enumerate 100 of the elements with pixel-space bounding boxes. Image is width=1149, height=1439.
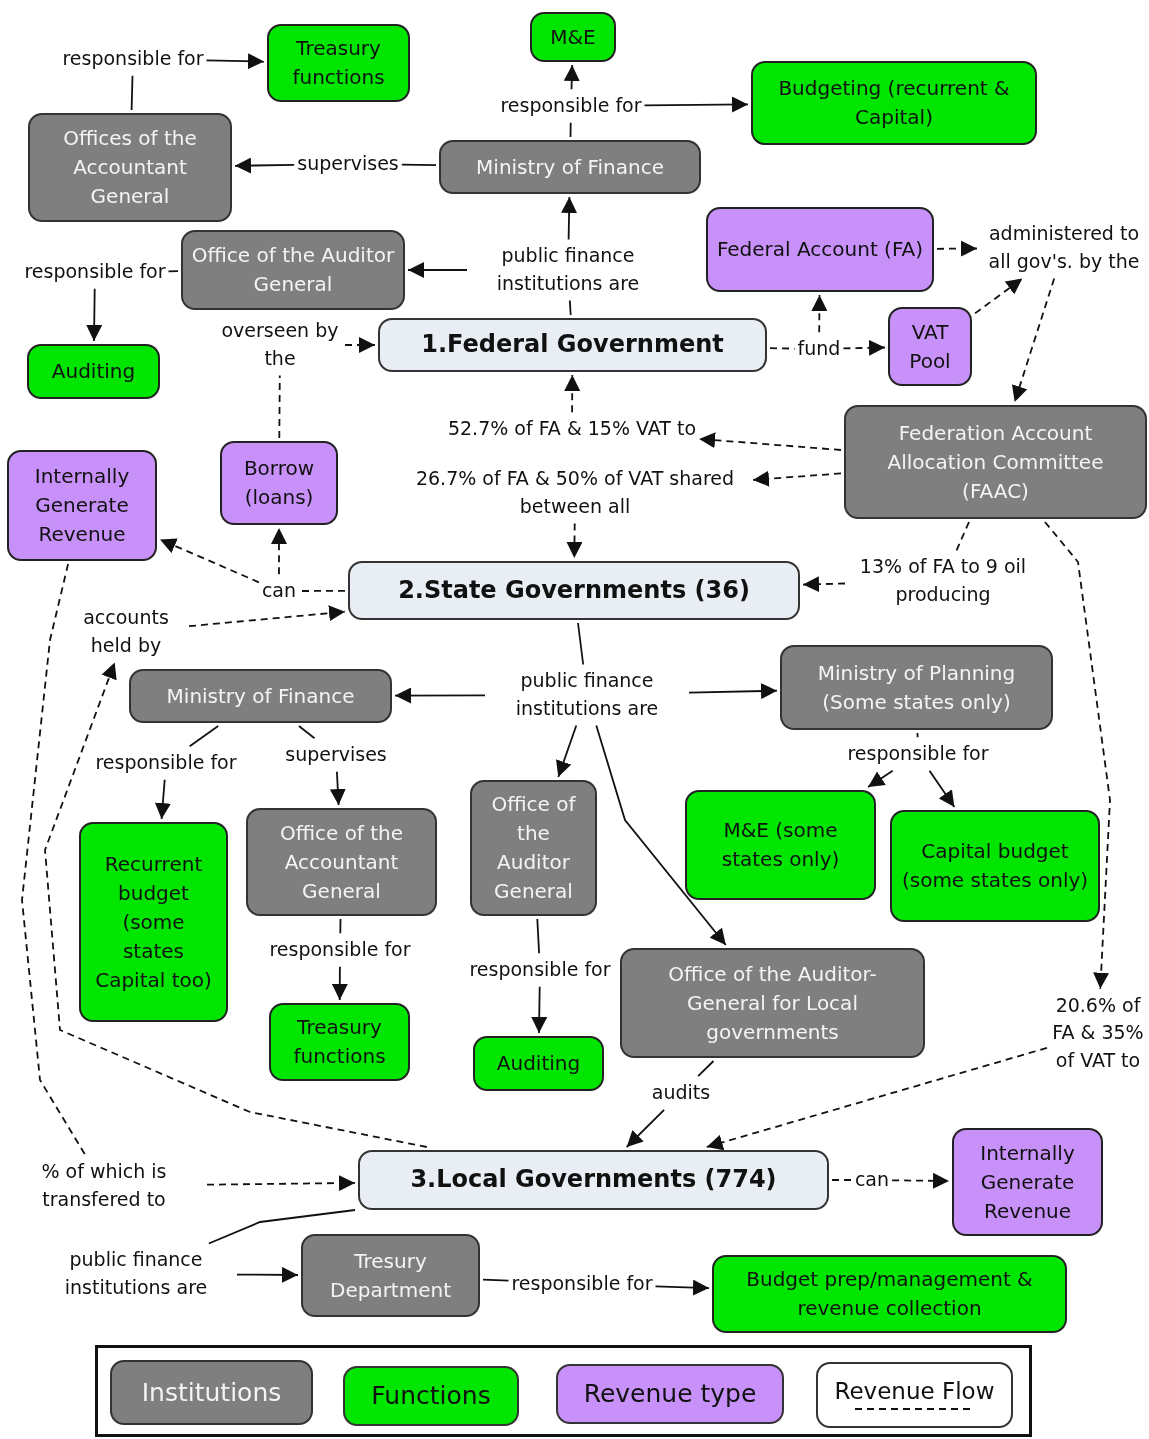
arrow [234,157,296,174]
connector-line [278,374,281,439]
concept-label: Auditing [51,358,136,385]
arrow [688,683,778,700]
concept-label: Internally Generate Revenue [33,463,131,548]
concept-label: Office of the Auditor-General for Local governments [667,960,878,1046]
arrow [842,339,886,356]
arrow [595,724,727,946]
connector-line [339,918,342,935]
concept-label: M&E [550,23,596,51]
arrow [44,661,428,1148]
concept-label: Treasury functions [292,1014,387,1070]
arrow [271,527,287,576]
connector-line [130,74,134,111]
revenue-box [952,1128,1103,1236]
concept-label: Budget prep/management & revenue collection [745,1266,1034,1322]
concept-label: Ministry of Finance [476,153,664,181]
legend-label: Revenue type [583,1378,757,1411]
concept-label: Treasury functions [291,35,386,91]
arrow [344,337,376,353]
concept-label: Office of the Auditor General [490,791,577,905]
concept-label: Tresury Department [329,1247,452,1304]
concept-label: Recurrent budget (some states Capital too) [94,850,213,994]
connector-line [916,732,919,739]
connector-line [21,563,87,1157]
function-box [79,822,228,1022]
connector-line [568,299,572,316]
arrow [891,1172,950,1189]
arrow [329,770,346,806]
government-box [378,318,767,372]
institution-box [181,230,405,310]
connector-line [955,521,970,552]
connector-line [298,725,316,740]
concept-label: Office of the Auditor General [191,242,395,298]
institution-box [439,140,701,194]
concept-label: Offices of the Accountant General [62,125,198,210]
connector-line [769,347,796,350]
arrow [407,262,468,278]
concept-label: Borrow (loans) [242,455,316,511]
arrow [705,1047,1048,1151]
connector-line [536,918,540,955]
government-box [348,561,800,620]
institution-box [620,948,925,1058]
arrow [974,277,1024,315]
function-box [27,344,160,399]
arrow [236,1266,299,1283]
concept-label: 1.Federal Government [421,329,724,361]
concept-label: Federal Account (FA) [716,236,924,263]
function-box [267,24,410,102]
connector-line [400,163,437,167]
institution-box [129,669,392,723]
connector-line [831,1179,853,1181]
arrow [654,1279,710,1296]
arrow [811,294,828,334]
concept-label: Federation Account Allocation Committee (FAAC) [886,419,1105,505]
function-box [751,61,1037,145]
arrow [205,53,265,70]
connector-line [207,1209,356,1245]
arrow [556,724,578,778]
revenue-box [888,307,972,386]
function-box [890,810,1100,922]
arrow [188,605,346,628]
function-box [473,1036,604,1091]
legend-label: Revenue Flow [834,1378,995,1406]
concept-label: 2.State Governments (36) [398,574,750,606]
legend-label: Institutions [141,1376,282,1409]
arrow [566,522,583,559]
institution-box [301,1234,480,1317]
concept-label: Budgeting (recurrent & Capital) [777,75,1011,131]
connector-line [577,622,585,666]
arrow [154,778,171,820]
institution-box [780,645,1053,730]
connector-line [482,1278,510,1282]
concept-label: Ministry of Finance [166,682,355,710]
arrow [331,965,348,1001]
arrow [698,432,842,451]
arrow [1011,277,1056,403]
institution-box [844,405,1147,519]
concept-label: Ministry of Planning (Some states only) [816,659,1017,716]
arrow [561,196,578,241]
arrow [867,769,894,788]
concept-label: 3.Local Governments (774) [410,1164,777,1196]
function-box [685,790,876,900]
arrow [563,64,580,91]
function-box [712,1255,1067,1333]
arrow [752,470,842,487]
function-box [530,12,616,62]
concept-label: Office of the Accountant General [278,819,405,905]
revenue-box [7,450,157,561]
institution-box [246,808,437,916]
concept-label: M&E (some states only) [720,817,841,873]
arrow [625,1108,665,1148]
connector-line [569,121,572,138]
arrow [1044,521,1111,990]
function-box [269,1003,410,1081]
arrow [928,769,956,808]
concept-label: Capital budget (some states only) [900,838,1090,894]
revenue-box [706,207,934,292]
connector-line [697,1060,715,1078]
legend-label: Functions [371,1380,491,1413]
